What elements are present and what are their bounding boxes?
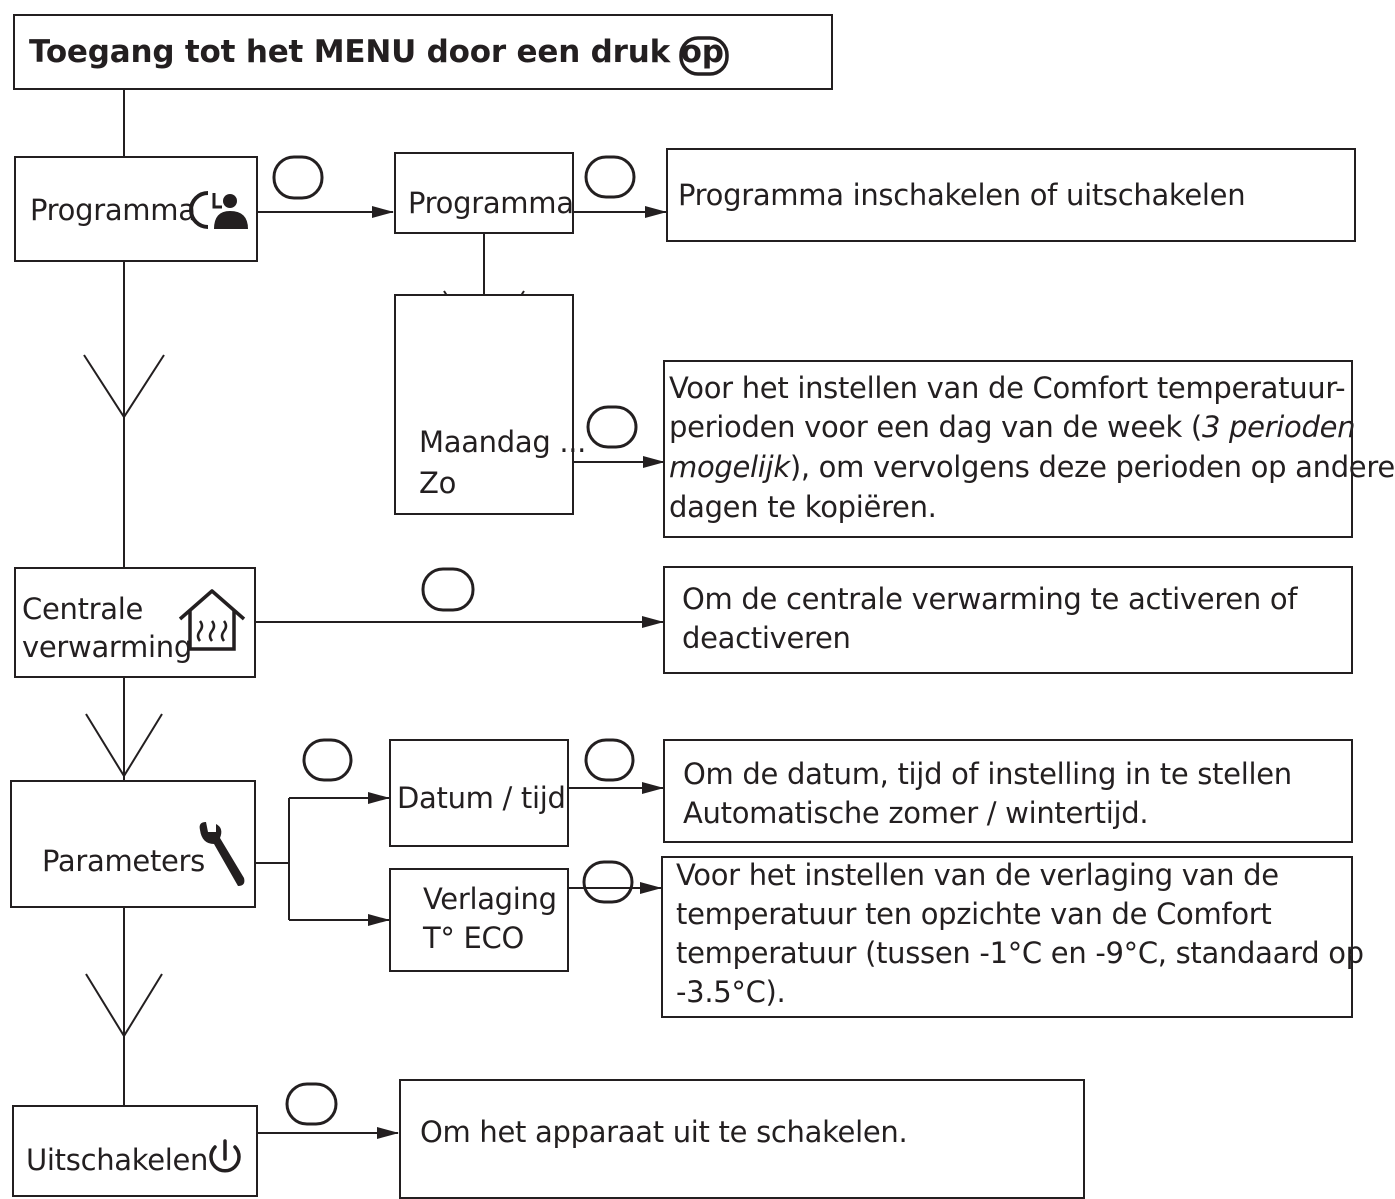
desc-verlaging-line-4: -3.5°C).	[676, 975, 786, 1009]
node-parameters-label: Parameters	[42, 844, 205, 878]
desc-comfort-line-2: perioden voor een dag van de week (3 per…	[669, 410, 1356, 445]
ok-button-icon	[421, 567, 475, 612]
node-centrale-label-2: verwarming	[22, 630, 192, 664]
desc-verlaging-line-2: temperatuur ten opzichte van de Comfort	[676, 897, 1272, 931]
chevron-down-icon	[85, 713, 163, 778]
node-programma-sub: Programma	[394, 152, 574, 234]
chevron-down-icon	[85, 973, 163, 1038]
node-centrale-verwarming: Centrale verwarming	[14, 567, 256, 678]
node-datum-tijd: Datum / tijd	[389, 739, 569, 847]
desc-comfort-line-3-italic: mogelijk	[669, 450, 790, 484]
ok-button-icon	[582, 860, 634, 904]
node-maandag-label-2: Zo	[419, 466, 457, 500]
ok-button-icon	[285, 1082, 338, 1126]
desc-comfort-line-1: Voor het instellen van de Comfort temper…	[669, 371, 1346, 405]
desc-verlaging-line-3: temperatuur (tussen -1°C en -9°C, standa…	[676, 936, 1364, 970]
menu-access-title-box: Toegang tot het MENU door een druk op	[13, 14, 833, 90]
desc-verlaging-eco: Voor het instellen van de verlaging van …	[661, 856, 1364, 1018]
node-verlaging-eco: Verlaging T° ECO	[389, 868, 569, 972]
desc-datum-line-2: Automatische zomer / wintertijd.	[683, 796, 1149, 830]
node-programma: Programma	[14, 156, 258, 262]
node-uitschakelen: Uitschakelen	[12, 1105, 258, 1197]
node-maandag-zo: Maandag ... Zo	[394, 294, 586, 515]
desc-centrale-verwarming: Om de centrale verwarming te activeren o…	[663, 566, 1353, 674]
clock-person-icon	[189, 191, 248, 229]
node-centrale-label-1: Centrale	[22, 592, 144, 626]
node-uitschakelen-label: Uitschakelen	[26, 1143, 209, 1177]
node-programma-label: Programma	[30, 193, 196, 227]
desc-programma-toggle: Programma inschakelen of uitschakelen	[666, 148, 1356, 242]
desc-centrale-line-2: deactiveren	[682, 621, 851, 655]
desc-comfort-line-4: dagen te kopiëren.	[669, 490, 937, 524]
desc-datum-tijd: Om de datum, tijd of instelling in te st…	[663, 739, 1353, 843]
desc-uitschakelen-text: Om het apparaat uit te schakelen.	[420, 1115, 908, 1149]
ok-button-icon	[584, 155, 636, 199]
chevron-down-icon	[83, 354, 165, 419]
desc-programma-toggle-text: Programma inschakelen of uitschakelen	[678, 178, 1246, 212]
node-verlaging-label-2: T° ECO	[423, 921, 525, 955]
node-programma-sub-label: Programma	[408, 186, 574, 220]
menu-access-title: Toegang tot het MENU door een druk op	[29, 34, 724, 70]
ok-button-icon	[584, 738, 635, 782]
desc-datum-line-1: Om de datum, tijd of instelling in te st…	[683, 757, 1292, 791]
node-maandag-label-1: Maandag ...	[419, 425, 587, 459]
node-verlaging-label-1: Verlaging	[423, 882, 557, 916]
house-heating-icon	[178, 589, 246, 651]
desc-comfort-line-3: mogelijk), om vervolgens deze perioden o…	[669, 450, 1395, 485]
power-icon	[209, 1139, 241, 1173]
desc-uitschakelen: Om het apparaat uit te schakelen.	[399, 1079, 1085, 1199]
node-datum-label: Datum / tijd	[397, 781, 566, 815]
desc-centrale-line-1: Om de centrale verwarming te activeren o…	[682, 582, 1298, 616]
ok-button-icon	[272, 155, 324, 200]
desc-comfort-line-2a: perioden voor een dag van de week (	[669, 410, 1202, 444]
wrench-icon	[199, 822, 245, 886]
ok-button-icon	[586, 405, 638, 449]
node-parameters: Parameters	[10, 780, 256, 908]
desc-comfort-line-3b: ), om vervolgens deze perioden op andere	[789, 450, 1395, 484]
desc-verlaging-line-1: Voor het instellen van de verlaging van …	[676, 858, 1279, 892]
desc-comfort-periods: Voor het instellen van de Comfort temper…	[663, 360, 1395, 538]
ok-button-icon	[679, 36, 729, 76]
ok-button-icon	[302, 738, 353, 782]
desc-comfort-line-2-italic: 3 perioden	[1201, 410, 1356, 444]
